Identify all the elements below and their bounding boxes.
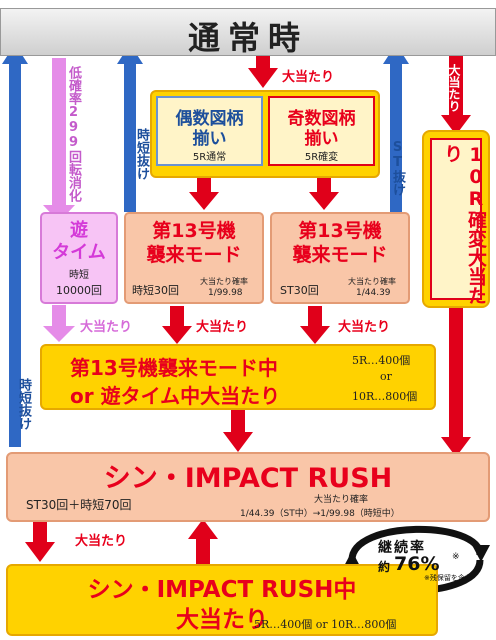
low-prob-label: 低確率299回転消化 <box>66 66 81 202</box>
asobi-title2: タイム <box>52 242 106 263</box>
continuation-label: 継続率 <box>378 540 426 556</box>
raid-mode-hit-r2: 10R…800個 <box>352 390 418 403</box>
raid-mode-right-st: ST30回 <box>280 284 319 297</box>
blue-arrow-jitan-shaft <box>124 62 136 212</box>
raid-mode-left-jitan: 時短30回 <box>132 284 179 297</box>
raid-mode-hit-or: or <box>380 370 392 383</box>
raid-mode-right-title: 第13号機 <box>298 220 382 242</box>
raid-mode-right-title2: 襲来モード <box>292 244 388 266</box>
asobi-sub2: 10000回 <box>56 284 102 297</box>
10r-kakuhen-box: 10R確変大当たり <box>422 130 490 308</box>
even-pattern-title: 偶数図柄 <box>175 109 244 129</box>
pink-arrow-shaft <box>52 58 66 210</box>
raid-mode-hit-line1: 第13号機襲来モード中 <box>70 356 278 380</box>
impact-rush-hit-detail: 5R…400個 or 10R…800個 <box>254 618 397 631</box>
impact-rush-prob-label: 大当たり確率 <box>314 495 369 505</box>
page-title: 通常時 <box>187 19 308 57</box>
st-nuke-label: ST抜け <box>390 140 405 196</box>
impact-rush-sub: ST30回＋時短70回 <box>26 498 132 512</box>
raid-mode-right-prob-label: 大当たり確率 <box>348 277 396 286</box>
hit-label: 大当たり <box>75 534 128 549</box>
raid-mode-right-prob: 1/44.39 <box>356 288 391 298</box>
raid-mode-left-prob: 1/99.98 <box>208 288 243 298</box>
impact-rush-title: シン・IMPACT RUSH <box>103 463 393 494</box>
raid-mode-left-prob-label: 大当たり確率 <box>200 277 248 286</box>
jitan-nuke-label-left: 時短抜け <box>16 378 31 430</box>
odd-pattern-title2: 揃い <box>304 129 339 149</box>
impact-rush-box: シン・IMPACT RUSH ST30回＋時短70回 大当たり確率 1/44.3… <box>6 452 490 522</box>
raid-mode-hit-line2: or 遊タイム中大当たり <box>70 384 281 408</box>
even-pattern-title2: 揃い <box>192 129 227 149</box>
asobi-time-box: 遊 タイム 時短 10000回 <box>40 212 118 304</box>
jitan-nuke-label: 時短抜け <box>134 128 149 180</box>
blue-arrow-st-shaft <box>390 62 402 212</box>
continuation-value: 76% <box>394 553 440 575</box>
red-arrow-top <box>248 68 278 88</box>
normal-state-header: 通常時 <box>0 8 496 57</box>
impact-rush-prob: 1/44.39（ST中）→1/99.98（時短中） <box>240 509 400 519</box>
raid-mode-hit-box: 第13号機襲来モード中 or 遊タイム中大当たり 5R…400個 or 10R…… <box>40 344 436 410</box>
continuation-prefix: 約 <box>378 560 391 574</box>
hit-label: 大当たり <box>80 320 133 335</box>
raid-mode-left-title2: 襲来モード <box>146 244 242 266</box>
odd-pattern-inner: 奇数図柄 揃い 5R確変 <box>268 96 375 166</box>
even-pattern-sub: 5R通常 <box>192 152 227 163</box>
raid-mode-right-box: 第13号機 襲来モード ST30回 大当たり確率 1/44.39 <box>270 212 410 304</box>
raid-mode-hit-r1: 5R…400個 <box>352 354 411 367</box>
hit-label: 大当たり <box>196 320 249 335</box>
raid-mode-left-box: 第13号機 襲来モード 時短30回 大当たり確率 1/99.98 <box>124 212 264 304</box>
hit-label: 大当たり <box>338 320 391 335</box>
impact-rush-hit-line2: 大当たり <box>176 607 268 633</box>
impact-rush-hit-line1: シン・IMPACT RUSH中 <box>87 577 357 603</box>
red-arrow-right-bottom <box>441 437 471 457</box>
continuation-mark: ※ <box>452 552 460 562</box>
impact-rush-hit-box: シン・IMPACT RUSH中 大当たり 5R…400個 or 10R…800個 <box>6 564 438 636</box>
red-arrow-right-top <box>441 115 471 135</box>
10r-kakuhen-title: 10R確変大当たり <box>441 144 487 305</box>
raid-mode-left-title: 第13号機 <box>152 220 236 242</box>
continuation-note: ※残保留を含む <box>424 574 472 582</box>
odd-pattern-sub: 5R確変 <box>304 152 339 163</box>
asobi-sub1: 時短 <box>69 270 89 281</box>
hit-label: 大当たり <box>282 70 335 85</box>
hit-label-vertical: 大当たり <box>447 64 461 112</box>
even-pattern-inner: 偶数図柄 揃い 5R通常 <box>156 96 263 166</box>
asobi-title: 遊 <box>70 220 88 241</box>
blue-arrow-left-shaft <box>9 62 21 447</box>
odd-pattern-title: 奇数図柄 <box>287 109 356 129</box>
